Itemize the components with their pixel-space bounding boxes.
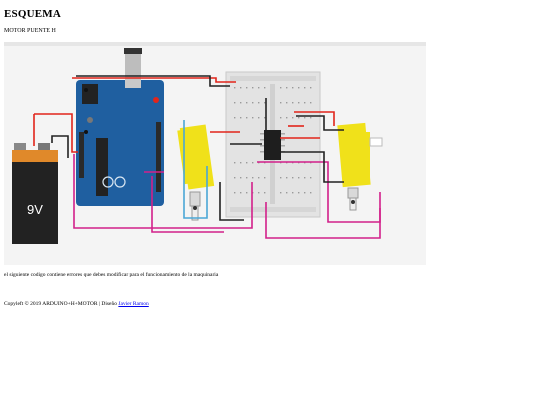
battery-icon: 9V: [12, 143, 58, 244]
arduino-board-icon: [76, 48, 164, 206]
battery-label: 9V: [27, 202, 43, 217]
circuit-schematic-image: 9V: [4, 42, 426, 265]
page-footer: Copyleft © 2019 ARDUINO+H+MOTOR | Diseño…: [4, 301, 149, 307]
copyright-text: Copyleft © 2019 ARDUINO+H+MOTOR | Diseño: [4, 301, 117, 307]
page-title: ESQUEMA: [4, 8, 62, 20]
dc-motor-right-icon: [337, 122, 383, 211]
instruction-note: el siguiente codigo contiene errores que…: [4, 272, 219, 278]
author-link[interactable]: Javier Ramon: [118, 301, 149, 307]
page-subtitle: MOTOR PUENTE H: [4, 28, 56, 34]
